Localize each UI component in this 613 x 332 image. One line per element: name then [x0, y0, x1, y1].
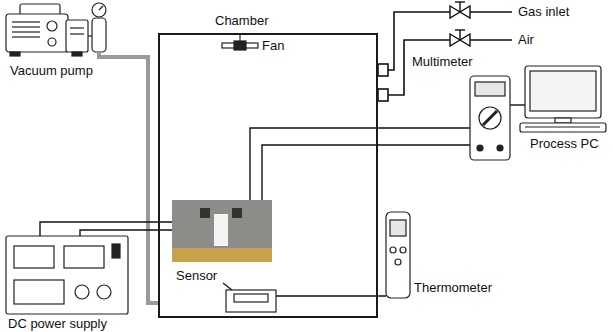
part-label: Process PC [530, 136, 599, 151]
part-label: Gas inlet [518, 4, 569, 19]
multimeter-icon [470, 76, 510, 160]
part-label: Sensor [176, 268, 217, 283]
chamber-title: Chamber [215, 13, 268, 28]
power-supply-icon [6, 236, 128, 314]
part-label: Thermometer [414, 280, 492, 295]
gas-pipes [378, 12, 512, 101]
thermometer-icon [386, 212, 410, 298]
part-label: DC power supply [8, 316, 107, 331]
part-label: Air [518, 32, 534, 47]
computer-icon [520, 66, 606, 132]
vacuum-pump-icon [6, 3, 106, 56]
part-label: Fan [262, 38, 284, 53]
valve-symbol [450, 2, 470, 46]
part-label: Multimeter [412, 54, 473, 69]
fan-symbol [222, 35, 258, 50]
part-label: Vacuum pump [10, 63, 93, 78]
sensor-photo [172, 200, 272, 262]
leader-line [223, 283, 232, 290]
sensor-stage [226, 290, 276, 312]
